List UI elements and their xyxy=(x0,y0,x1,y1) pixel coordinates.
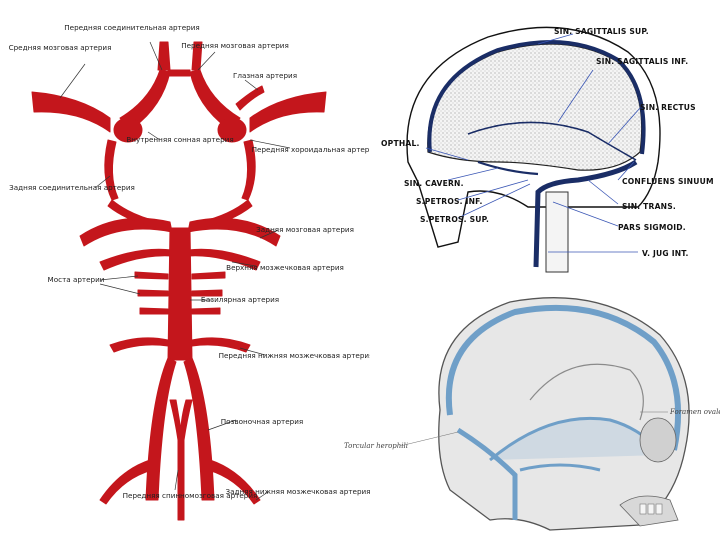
dural-sinuses-diagram: SIN. SAGITTALIS SUP. SIN. SAGITTALIS INF… xyxy=(378,12,718,282)
label-posterior-cerebral: Задняя мозговая артерия xyxy=(256,225,354,234)
superior-cerebellar-left xyxy=(100,249,172,270)
arterial-circle-diagram: Передняя соединительная артерия Средняя … xyxy=(0,0,370,540)
basilar-artery xyxy=(168,228,192,360)
vertebral-artery-left xyxy=(146,358,176,500)
pontine-branch xyxy=(192,272,225,279)
label-s-petros-sup: S.PETROS. SUP. xyxy=(420,215,489,224)
pontine-branch xyxy=(192,308,220,314)
label-anterior-communicating: Передняя соединительная артерия xyxy=(64,23,199,32)
label-middle-cerebral: Средняя мозговая артерия xyxy=(9,43,112,52)
pontine-branch xyxy=(135,272,168,279)
vertebral-artery-right xyxy=(184,358,214,500)
arterial-circle-svg: Передняя соединительная артерия Средняя … xyxy=(0,0,370,540)
label-v-jug-int: V. JUG INT. xyxy=(642,249,689,258)
anterior-spinal-artery xyxy=(170,400,192,520)
label-internal-carotid: Внутренняя сонная артерия xyxy=(126,135,233,144)
label-foramen-ovale: Foramen ovale xyxy=(669,408,720,416)
skull-section-illustration: Torcular herophili Foramen ovale xyxy=(340,290,720,535)
label-anterior-cerebral: Передняя мозговая артерия xyxy=(181,41,289,50)
pontine-branch xyxy=(138,290,168,296)
skull-section-svg: Torcular herophili Foramen ovale xyxy=(340,290,720,535)
middle-cerebral-artery-left xyxy=(32,92,110,132)
label-anterior-choroidal: Передняя хороидальная артерия xyxy=(252,145,370,154)
label-sin-trans: SIN. TRANS. xyxy=(622,202,676,211)
orbit xyxy=(640,418,676,462)
label-pontine-arteries: Моста артерии xyxy=(48,275,105,284)
label-sin-cavern: SIN. CAVERN. xyxy=(404,179,464,188)
label-superior-cerebellar: Верхняя мозжечковая артерия xyxy=(226,263,344,272)
aica-left xyxy=(110,338,168,352)
teeth xyxy=(640,504,662,514)
ophthalmic-artery xyxy=(236,86,264,110)
label-vertebral: Позвоночная артерия xyxy=(221,417,303,426)
aica-right xyxy=(192,338,250,352)
label-pars-sigmoid: PARS SIGMOID. xyxy=(618,223,686,232)
label-v-opthal: V. OPTHAL. xyxy=(378,139,420,148)
label-confluens-sinuum: CONFLUENS SINUUM xyxy=(622,177,714,186)
anterior-cerebral-upper-left xyxy=(158,42,170,70)
label-sin-sagittalis-inf: SIN. SAGITTALIS INF. xyxy=(596,57,688,66)
anterior-communicating-artery xyxy=(168,70,190,76)
label-basilar: Базилярная артерия xyxy=(201,295,279,304)
label-s-petros-inf: S.PETROS. INF. xyxy=(416,197,483,206)
label-sin-sagittalis-sup: SIN. SAGITTALIS SUP. xyxy=(554,27,649,36)
label-sin-rectus: SIN. RECTUS xyxy=(640,103,696,112)
pontine-branch xyxy=(140,308,168,314)
label-posterior-communicating: Задняя соединительная артерия xyxy=(9,183,135,192)
label-ophthalmic: Глазная артерия xyxy=(233,71,297,80)
label-torcular-herophili: Torcular herophili xyxy=(344,442,408,450)
dural-sinuses-svg: SIN. SAGITTALIS SUP. SIN. SAGITTALIS INF… xyxy=(378,12,718,282)
middle-cerebral-artery-right xyxy=(250,92,326,132)
spinal-column xyxy=(546,192,568,272)
